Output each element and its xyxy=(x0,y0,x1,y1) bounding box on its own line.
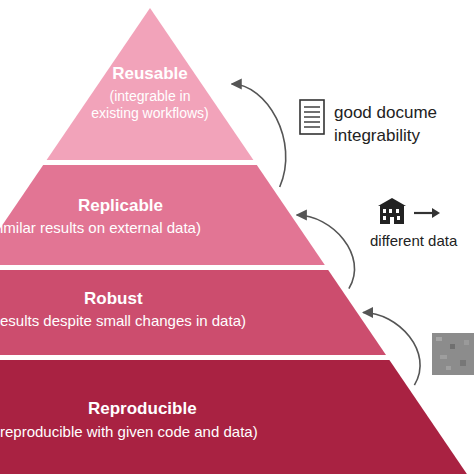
band-description: reproducible with given code and data) xyxy=(0,423,258,441)
building-icon xyxy=(378,198,406,224)
curved-arrow xyxy=(297,215,355,289)
band-shape xyxy=(0,360,474,474)
band-fill xyxy=(0,360,467,474)
pyramid-band: Robust esults despite small changes in da… xyxy=(0,270,474,355)
band-fill xyxy=(0,270,386,355)
document-icon xyxy=(300,100,324,134)
band-title: Reusable xyxy=(60,64,240,84)
curved-arrow xyxy=(232,84,286,187)
curved-arrow xyxy=(363,313,420,386)
noise-image xyxy=(432,333,474,375)
band-description: (integrable in existing workflows) xyxy=(84,88,216,122)
band-fill xyxy=(47,8,254,160)
annotation-text: different data xyxy=(370,232,457,250)
band-title: Replicable xyxy=(78,196,163,216)
band-title: Reproducible xyxy=(88,399,197,419)
band-description: imilar results on external data) xyxy=(0,219,201,237)
right-arrow-symbol xyxy=(414,208,440,218)
pyramid-band: Replicable imilar results on external dat… xyxy=(0,165,474,265)
band-description: esults despite small changes in data) xyxy=(0,312,246,330)
band-shape xyxy=(0,165,474,265)
pyramid-band: Reproducible reproducible with given code… xyxy=(0,360,474,474)
band-fill xyxy=(0,165,325,265)
annotation-text: good docume xyxy=(334,103,437,123)
annotation-text: integrability xyxy=(334,126,420,146)
band-title: Robust xyxy=(84,289,143,309)
